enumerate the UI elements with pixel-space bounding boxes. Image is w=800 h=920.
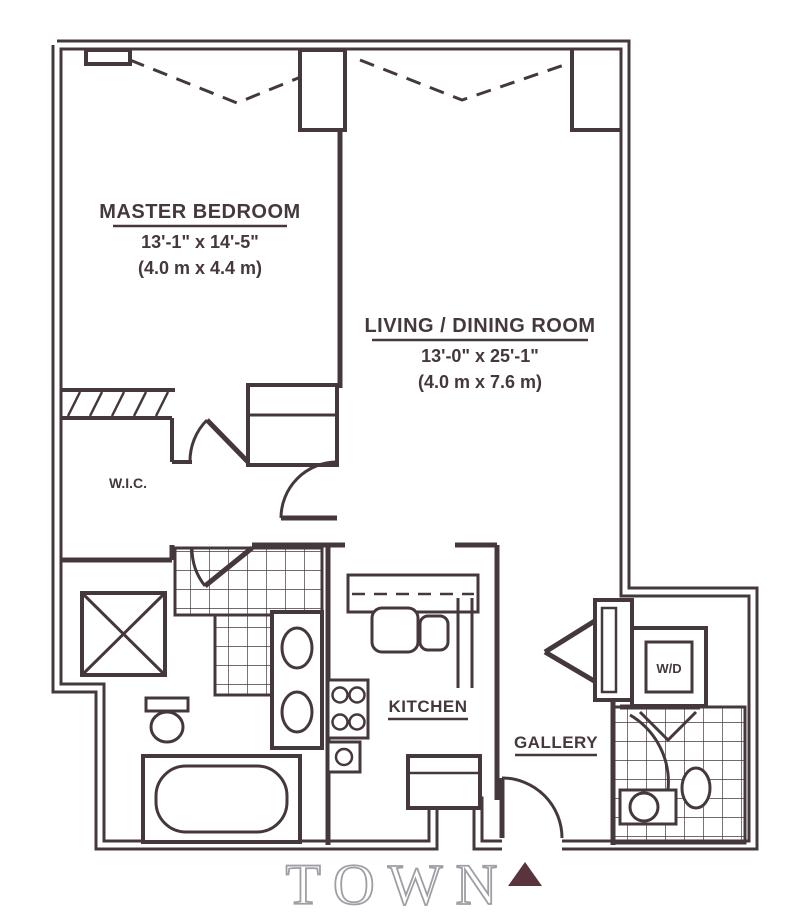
living-dining-dim-ft: 13'-0" x 25'-1" bbox=[421, 346, 539, 366]
room-labels: MASTER BEDROOM 13'-1" x 14'-5" (4.0 m x … bbox=[99, 201, 598, 757]
master-bedroom-dim-ft: 13'-1" x 14'-5" bbox=[141, 232, 259, 252]
window-symbols bbox=[129, 58, 571, 105]
kitchen-counter bbox=[346, 573, 480, 614]
shelf-hatch bbox=[66, 391, 170, 417]
bathtub-icon bbox=[141, 754, 302, 844]
counter-edge bbox=[456, 598, 474, 688]
living-dining-dim-m: (4.0 m x 7.6 m) bbox=[418, 372, 542, 392]
living-dining-label: LIVING / DINING ROOM bbox=[364, 315, 595, 337]
kitchen-label: KITCHEN bbox=[388, 697, 467, 716]
bedroom-closet bbox=[246, 383, 339, 467]
column-pier bbox=[84, 48, 132, 66]
sink-basin-icon bbox=[280, 626, 314, 670]
kitchen-sink-icon bbox=[370, 606, 420, 654]
entry-door-icon bbox=[499, 776, 564, 839]
bedroom-door-icon bbox=[188, 418, 250, 464]
washer-dryer-label: W/D bbox=[656, 661, 681, 676]
toilet-icon bbox=[680, 766, 712, 810]
casement-window-icon bbox=[359, 58, 571, 102]
kitchen-fixtures bbox=[326, 573, 482, 810]
entry-closet bbox=[406, 754, 482, 810]
bathroom-2 bbox=[611, 705, 747, 845]
master-bedroom-dim-m: (4.0 m x 4.4 m) bbox=[138, 258, 262, 278]
tile-floor bbox=[213, 613, 274, 697]
kitchen-sink-icon bbox=[418, 614, 450, 652]
toilet-tank bbox=[144, 696, 190, 713]
wic-label: W.I.C. bbox=[109, 475, 147, 491]
exterior-walls bbox=[51, 39, 759, 851]
triangle-up-icon bbox=[508, 862, 542, 886]
corner-pier bbox=[570, 50, 622, 132]
column-pier bbox=[298, 48, 347, 132]
bathtub-basin bbox=[154, 764, 289, 834]
gallery-label: GALLERY bbox=[514, 733, 598, 752]
washer-dryer-icon bbox=[644, 640, 694, 694]
tile-floor bbox=[173, 546, 324, 617]
hall-door-icon bbox=[279, 460, 338, 521]
closet-rod bbox=[600, 606, 618, 694]
sink-basin-icon bbox=[280, 690, 314, 734]
shaft-x-icon bbox=[80, 591, 167, 677]
dishwasher-icon bbox=[326, 740, 362, 774]
master-bedroom-label: MASTER BEDROOM bbox=[99, 201, 300, 223]
gallery-laundry: W/D bbox=[593, 598, 708, 708]
sink-basin-icon bbox=[628, 791, 660, 823]
gallery-closet bbox=[593, 598, 634, 702]
toilet-icon bbox=[149, 710, 185, 744]
watermark: TOWN bbox=[285, 851, 542, 918]
bathroom-main bbox=[80, 546, 324, 844]
watermark-text: TOWN bbox=[286, 852, 511, 917]
